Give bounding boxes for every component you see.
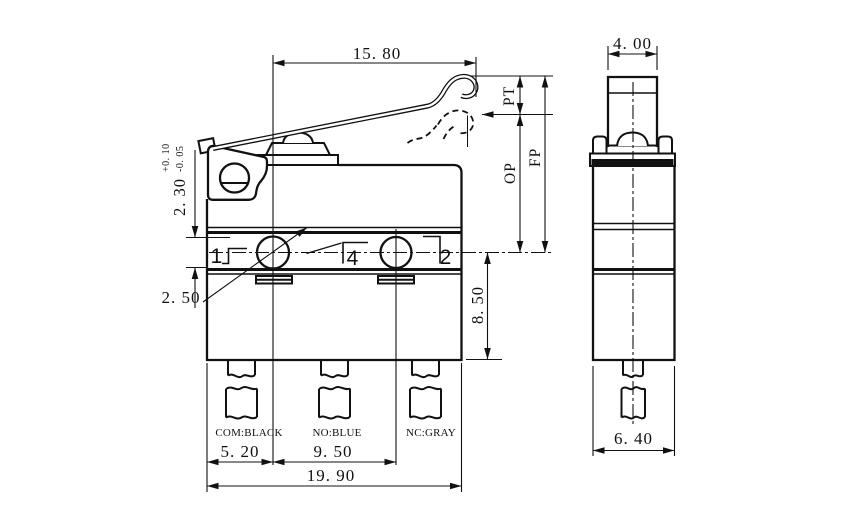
dim-hole-diameter-leader — [202, 227, 308, 303]
centerlines-front — [209, 55, 553, 465]
terminal-slots — [255, 275, 415, 285]
ref-pt-label: PT — [501, 86, 518, 106]
pin-number-1: 1 — [211, 245, 223, 268]
lever-hinge-bracket — [197, 137, 269, 201]
lever-arm — [212, 73, 479, 151]
ref-fp-label: FP — [527, 148, 544, 167]
dim-lever-width-label: 4. 00 — [613, 34, 652, 53]
dim-lever-length — [273, 57, 477, 97]
dims-bottom — [206, 363, 463, 492]
terminal-label-no: NO:BLUE — [312, 427, 361, 439]
wire-terminal-com — [225, 360, 258, 420]
pin-number-4: 4 — [347, 247, 359, 270]
hinge-rivet — [218, 162, 251, 194]
terminal-label-com: COM:BLACK — [215, 427, 282, 439]
pin-number-2: 2 — [440, 246, 452, 269]
terminal-label-nc: NC:GRAY — [406, 427, 456, 439]
ref-op-label: OP — [502, 162, 519, 184]
internal-terminals — [222, 235, 441, 265]
case-side — [591, 166, 676, 362]
dim-lever-width — [607, 46, 658, 70]
case-front — [205, 163, 463, 362]
front-view — [186, 55, 553, 492]
dim-pt-op-fp — [470, 75, 553, 253]
dim-lower-body-height — [466, 252, 502, 361]
dim-lever-length-label: 15. 80 — [353, 44, 402, 63]
dim-actuator-height-label: 2. 30 — [170, 178, 189, 216]
dim-left-hole-offset-label: 5. 20 — [221, 442, 260, 461]
dim-overall-width-label: 19. 90 — [307, 466, 356, 485]
wire-terminal-no — [318, 360, 351, 420]
side-view — [589, 46, 676, 456]
wire-terminal-side — [620, 360, 646, 420]
dim-actuator-height-tol-plus: +0. 10 — [161, 143, 172, 172]
wire-terminal-nc — [409, 360, 442, 420]
dim-actuator-height — [186, 150, 230, 308]
dim-hole-diameter-label: 2. 50 — [162, 288, 201, 307]
dim-body-depth — [592, 366, 676, 456]
dim-lower-body-height-label: 8. 50 — [468, 286, 487, 324]
labels: 15. 80 PT OP FP 2. 30 +0. 10 -0. 05 2. 5… — [161, 34, 653, 485]
lever-operating-position-dashed — [406, 109, 475, 144]
dim-body-depth-label: 6. 40 — [614, 429, 653, 448]
dim-actuator-height-tol-minus: -0. 05 — [175, 146, 186, 172]
plunger-front — [256, 131, 339, 166]
dim-hole-spacing-label: 9. 50 — [314, 442, 353, 461]
